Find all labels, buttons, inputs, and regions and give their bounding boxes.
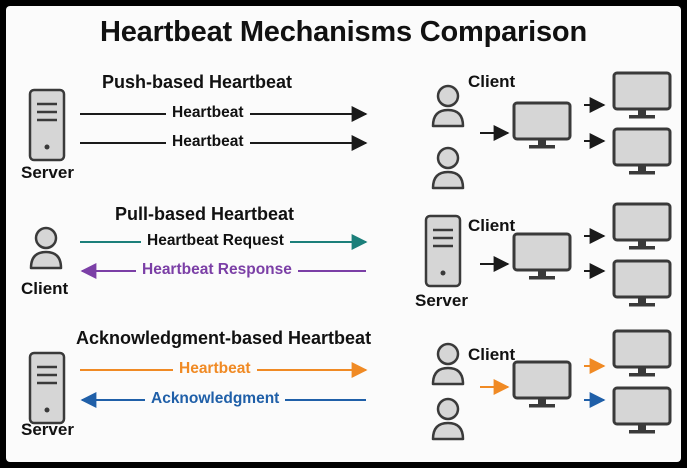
user-icon xyxy=(29,226,63,270)
ack-left-label: Server xyxy=(21,420,74,439)
user-icon xyxy=(431,84,465,128)
pull-arrow2-label: Heartbeat Response xyxy=(136,261,298,279)
diagram-frame: Heartbeat Mechanisms Comparison Push-bas… xyxy=(6,6,681,462)
monitor-icon xyxy=(612,202,672,251)
page-title: Heartbeat Mechanisms Comparison xyxy=(100,16,587,48)
pull-heading: Pull-based Heartbeat xyxy=(115,204,295,224)
push-arrow2-label: Heartbeat xyxy=(166,133,250,151)
server-icon xyxy=(28,88,66,162)
ack-arrow2-label: Acknowledgment xyxy=(145,390,286,408)
ack-right-label: Client xyxy=(468,345,516,364)
ack-arrow1-label: Heartbeat xyxy=(173,360,257,378)
user-icon xyxy=(431,397,465,441)
monitor-icon xyxy=(512,232,572,281)
push-left-label: Server xyxy=(21,163,74,182)
pull-right-top-label: Client xyxy=(468,216,516,235)
push-heading: Push-based Heartbeat xyxy=(102,72,293,92)
pull-right-bottom-label: Server xyxy=(415,291,468,310)
server-icon xyxy=(424,214,462,288)
monitor-icon xyxy=(512,101,572,150)
ack-heading: Acknowledgment-based Heartbeat xyxy=(76,328,372,348)
monitor-icon xyxy=(612,329,672,378)
monitor-icon xyxy=(612,259,672,308)
pull-left-label: Client xyxy=(21,279,69,298)
user-icon xyxy=(431,342,465,386)
push-arrow1-label: Heartbeat xyxy=(166,104,250,122)
monitor-icon xyxy=(612,386,672,435)
monitor-icon xyxy=(612,127,672,176)
push-right-label: Client xyxy=(468,72,516,91)
monitor-icon xyxy=(612,71,672,120)
server-icon xyxy=(28,351,66,425)
monitor-icon xyxy=(512,360,572,409)
user-icon xyxy=(431,146,465,190)
pull-arrow1-label: Heartbeat Request xyxy=(141,232,290,250)
